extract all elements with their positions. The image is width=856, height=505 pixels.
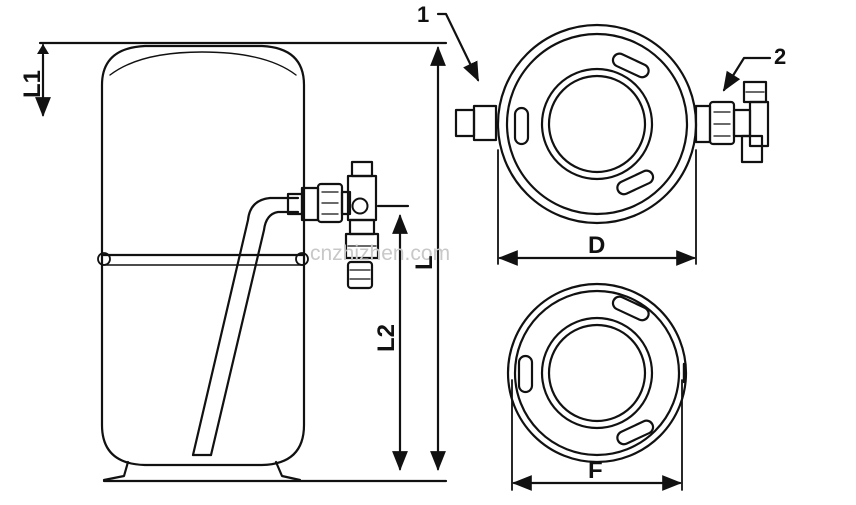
outlet-fitting	[286, 182, 352, 224]
tank-top-view	[436, 12, 772, 225]
service-valve	[344, 160, 380, 290]
label-d: D	[588, 232, 605, 259]
callout-2-leader	[722, 56, 772, 92]
inlet-fitting	[454, 104, 498, 142]
tank-bottom-view	[506, 282, 688, 464]
label-l2: L2	[373, 324, 400, 352]
callout-1-label: 1	[417, 2, 429, 27]
top-view-connector	[694, 80, 770, 164]
watermark: cnzhizhen.com	[310, 242, 450, 265]
callout-1-leader	[436, 12, 480, 82]
label-f: F	[588, 457, 603, 484]
label-l: L	[411, 255, 438, 270]
tank-side-view	[38, 41, 448, 483]
dimension-d	[497, 149, 697, 266]
tank-body	[100, 44, 306, 467]
dip-tube	[191, 196, 300, 457]
support-foot-left	[102, 460, 130, 482]
support-foot-right	[274, 460, 302, 482]
dimension-f	[511, 379, 683, 491]
dimension-l1	[35, 44, 51, 117]
callout-2-label: 2	[774, 44, 786, 69]
label-l1: L1	[19, 70, 46, 98]
dimension-l2	[376, 204, 410, 471]
